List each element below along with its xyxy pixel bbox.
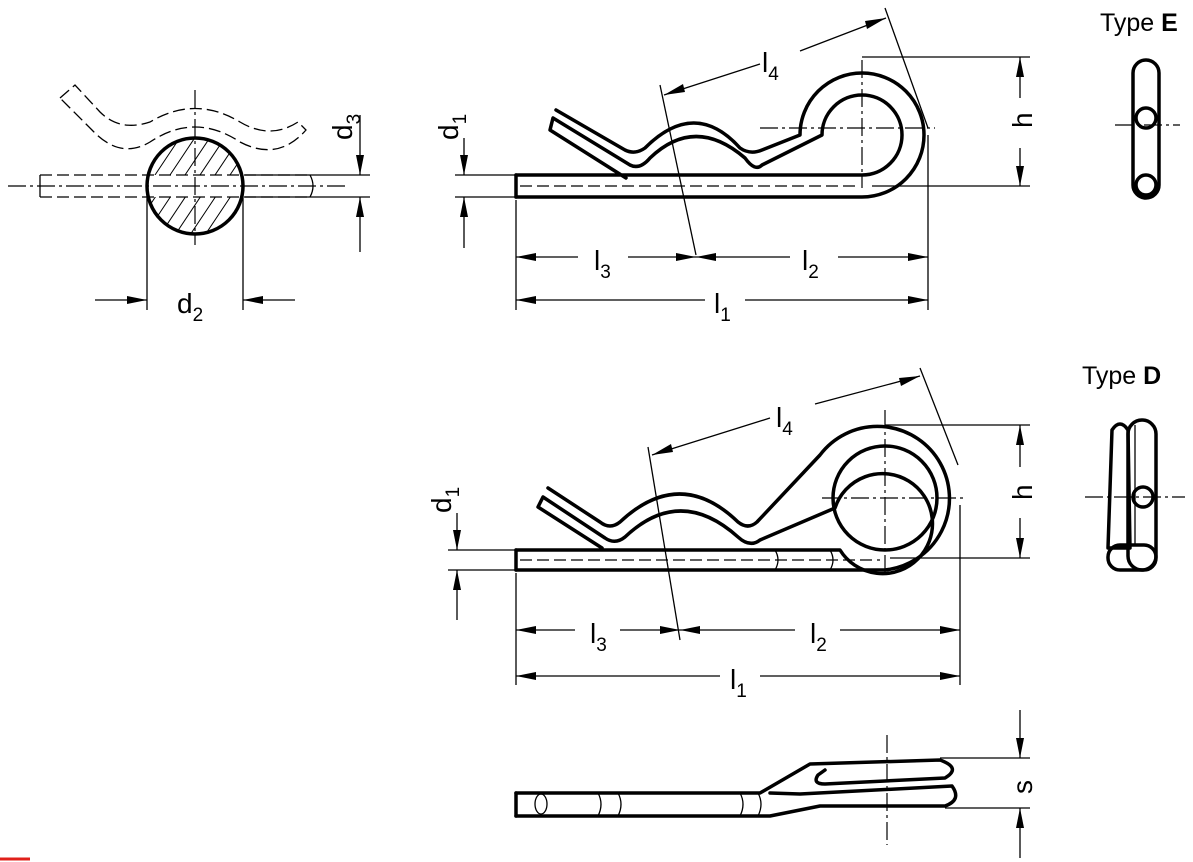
- top-view: [514, 710, 1030, 858]
- label-d2: d2: [177, 288, 203, 326]
- type-e-side-view: [455, 7, 1030, 310]
- label-l1-lower: l1: [730, 664, 747, 702]
- label-d1-lower: d1: [426, 487, 464, 513]
- label-l4-lower: l4: [776, 402, 793, 440]
- type-d-title: Type D: [1082, 362, 1161, 390]
- label-h-upper: h: [1007, 112, 1038, 128]
- label-d3: d3: [327, 114, 365, 140]
- type-d-side-view: [448, 367, 1030, 685]
- label-d1-upper: d1: [433, 114, 471, 140]
- type-e-end-view: [1115, 58, 1180, 200]
- section-view: [8, 84, 370, 310]
- label-l4-upper: l4: [762, 47, 779, 85]
- label-s: s: [1007, 780, 1038, 794]
- label-l2-lower: l2: [810, 618, 827, 656]
- type-d-end-view: [1085, 418, 1185, 572]
- label-l3-lower: l3: [590, 618, 607, 656]
- label-h-lower: h: [1007, 484, 1038, 500]
- label-l1-upper: l1: [714, 288, 731, 326]
- label-l2-upper: l2: [802, 245, 819, 283]
- label-l3-upper: l3: [594, 245, 611, 283]
- dimension-labels: Type E Type D d2 d3 d1 h l4 l3 l2 l1 d1 …: [177, 9, 1178, 794]
- type-e-title: Type E: [1100, 9, 1178, 37]
